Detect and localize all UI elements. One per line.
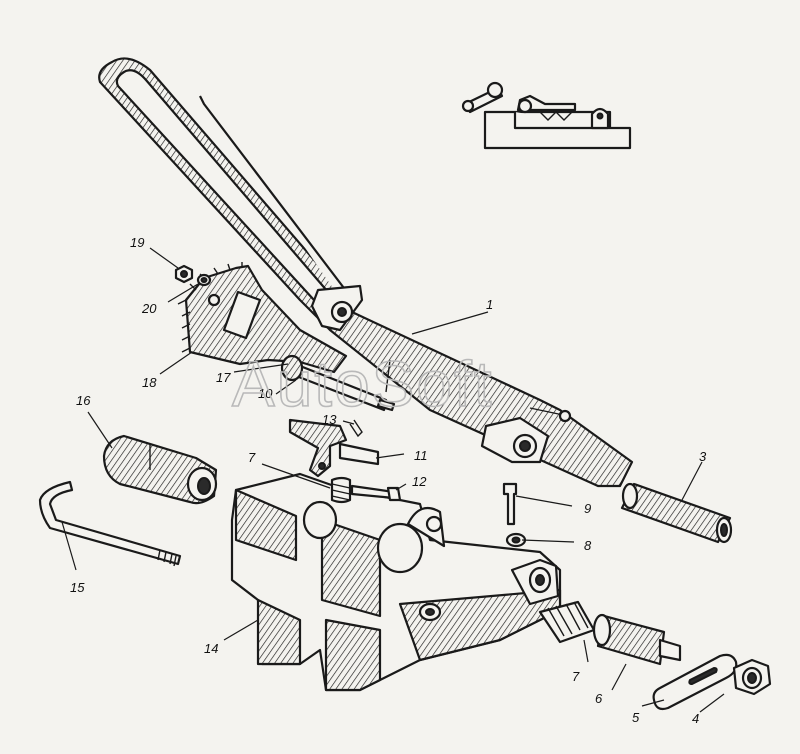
callout-4: 4: [692, 711, 699, 726]
callout-5: 5: [632, 710, 640, 725]
callout-17: 17: [216, 370, 231, 385]
bolt-12: [350, 484, 402, 502]
l-shaped-rod: [38, 480, 182, 567]
callout-15: 15: [70, 580, 85, 595]
spring-lower: [538, 600, 596, 644]
nut-and-washer: [174, 264, 212, 287]
watermark: AutoSoft: [232, 348, 494, 420]
toothed-sector: [177, 262, 348, 374]
callout-8: 8: [584, 538, 592, 553]
cotter-pin: [349, 419, 363, 438]
callout-1: 1: [486, 297, 493, 312]
sleeve-3: [620, 482, 733, 544]
leader-lines: [61, 247, 725, 713]
bolt-9: [502, 482, 518, 526]
callout-6: 6: [595, 691, 603, 706]
callout-11: 11: [414, 448, 428, 463]
callout-7-lower: 7: [572, 669, 580, 684]
mounting-bracket: [230, 472, 562, 692]
pivot-shaft: [280, 354, 396, 412]
callout-7-upper: 7: [248, 450, 256, 465]
callout-14: 14: [204, 641, 218, 656]
callout-19: 19: [130, 235, 144, 250]
callout-16: 16: [76, 393, 91, 408]
inset-schematic: [461, 81, 632, 150]
callout-12: 12: [412, 474, 427, 489]
callout-18: 18: [142, 375, 157, 390]
spring-upper: [330, 476, 352, 504]
slotted-plate-5: [652, 653, 738, 711]
callout-3: 3: [699, 449, 707, 464]
plunger-6: [592, 613, 682, 666]
callout-20: 20: [141, 301, 157, 316]
callout-13: 13: [322, 412, 337, 427]
callout-labels: 1 3 4 5 6 7 7 8 9 10 11 12 13 14 15 16 1…: [70, 235, 707, 726]
hex-nut-4: [732, 658, 772, 696]
callout-9: 9: [584, 501, 591, 516]
callout-10: 10: [258, 386, 273, 401]
pedal-arm: [98, 57, 634, 488]
lever-plate: [288, 418, 380, 478]
split-bushing: [102, 434, 218, 505]
